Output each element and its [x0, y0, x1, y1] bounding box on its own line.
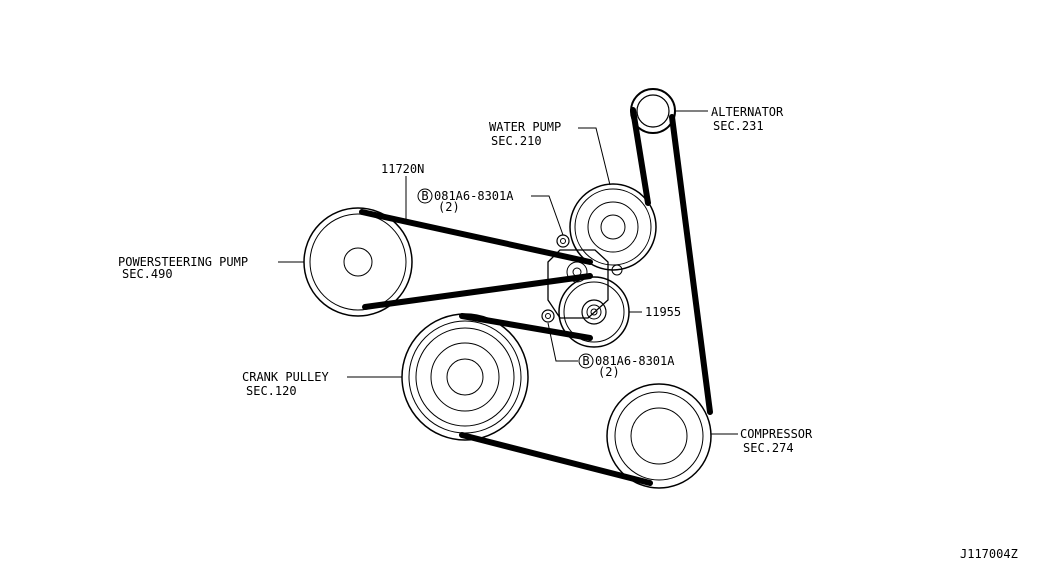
bolt-top-qty: (2) — [438, 200, 460, 214]
belt-part-number: 11720N — [381, 162, 424, 176]
svg-text:B: B — [421, 189, 428, 203]
alternator-label: ALTERNATOR — [711, 105, 784, 119]
bolt-bottom-code: 081A6-8301A — [595, 354, 675, 368]
water-pump-pulley — [569, 183, 657, 271]
power-steering-sec: SEC.490 — [122, 267, 173, 281]
compressor-sec: SEC.274 — [743, 441, 794, 455]
compressor-label: COMPRESSOR — [740, 427, 813, 441]
power-steering-label: POWERSTEERING PUMP — [118, 255, 248, 269]
bolt-callout-bottom: B — [578, 353, 594, 369]
bolt-bottom-qty: (2) — [598, 365, 620, 379]
alternator-sec: SEC.231 — [713, 119, 764, 133]
drive-belt — [359, 107, 713, 486]
crank-pulley-label: CRANK PULLEY — [242, 370, 329, 384]
water-pump-label: WATER PUMP — [489, 120, 561, 134]
leader-lines — [278, 110, 738, 435]
alternator-pulley — [630, 88, 676, 134]
bolt-callout-top: B — [417, 188, 433, 204]
crank-pulley — [401, 313, 529, 441]
figure-id: J117004Z — [960, 547, 1018, 561]
power-steering-pulley — [303, 207, 413, 317]
bolt-top-code: 081A6-8301A — [434, 189, 514, 203]
svg-text:B: B — [582, 354, 589, 368]
tensioner-part-number: 11955 — [645, 305, 681, 319]
crank-pulley-sec: SEC.120 — [246, 384, 297, 398]
water-pump-sec: SEC.210 — [491, 134, 542, 148]
compressor-pulley — [606, 383, 712, 489]
